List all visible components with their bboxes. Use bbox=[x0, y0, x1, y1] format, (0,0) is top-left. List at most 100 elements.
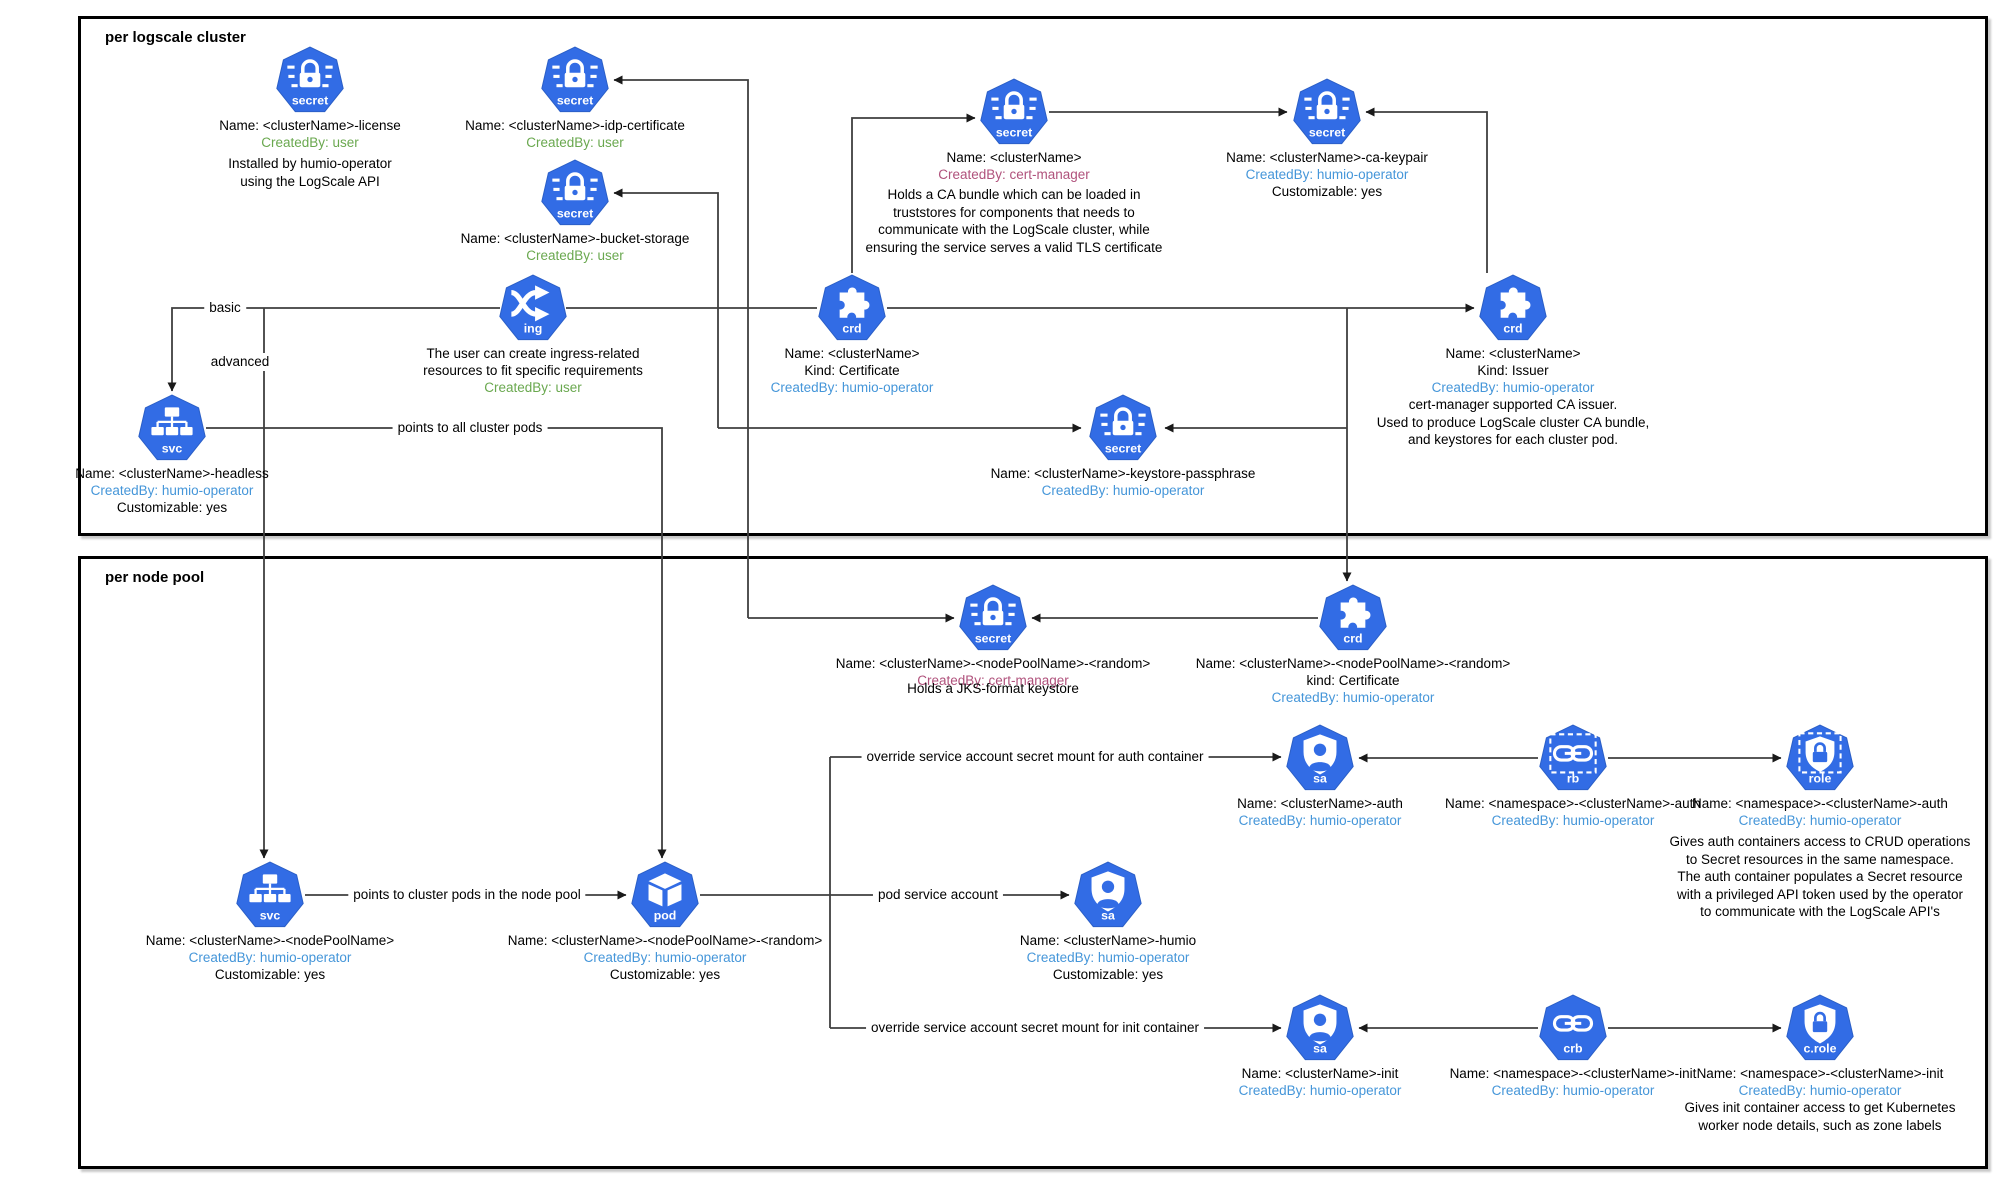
note-line: Gives init container access to get Kuber… bbox=[1684, 1100, 1956, 1115]
secret-icon: secret bbox=[1089, 394, 1157, 461]
icon-sublabel: crb bbox=[1563, 1042, 1583, 1056]
label-line: Name: <clusterName>-<nodePoolName>-<rand… bbox=[835, 656, 1151, 671]
label-points-nodepool: points to cluster pods in the node pool bbox=[348, 886, 586, 904]
e-issuer-keypair bbox=[1365, 107, 1488, 273]
label-line: CreatedBy: humio-operator bbox=[1245, 167, 1409, 182]
note-line: to Secret resources in the same namespac… bbox=[1686, 851, 1954, 867]
label-line: CreatedBy: user bbox=[261, 135, 359, 150]
secret-icon: secret bbox=[276, 46, 344, 113]
icon-sublabel: secret bbox=[1105, 442, 1141, 456]
secret-icon: secret bbox=[1293, 78, 1361, 145]
icon-sublabel: ing bbox=[524, 322, 543, 336]
note-line: Holds a CA bundle which can be loaded in bbox=[887, 187, 1141, 202]
per-logscale-cluster-title: per logscale cluster bbox=[105, 29, 246, 46]
label-line: CreatedBy: cert-manager bbox=[938, 167, 1090, 182]
label-line: Customizable: yes bbox=[214, 967, 326, 982]
label-line: Name: <clusterName> bbox=[1445, 346, 1581, 361]
node-secret-idp-certificate: secret bbox=[540, 45, 610, 115]
label-line: Name: <clusterName>-ca-keypair bbox=[1226, 150, 1428, 165]
label-line: Name: <clusterName>-auth bbox=[1237, 796, 1403, 811]
note-role-auth: Gives auth containers access to CRUD ope… bbox=[1570, 833, 1997, 921]
icon-sublabel: svc bbox=[162, 442, 183, 456]
note-line: worker node details, such as zone labels bbox=[1698, 1117, 1942, 1133]
note-ca-bundle: Holds a CA bundle which can be loaded in… bbox=[764, 186, 1264, 256]
crb-icon: crb bbox=[1539, 994, 1607, 1061]
label-line: CreatedBy: humio-operator bbox=[1491, 1083, 1655, 1098]
node-secret-keystore-passphrase: secret bbox=[1088, 393, 1158, 463]
node-crd-issuer: crd bbox=[1478, 273, 1548, 343]
icon-sublabel: crd bbox=[842, 322, 861, 336]
icon-sublabel: crd bbox=[1503, 322, 1522, 336]
icon-sublabel: sa bbox=[1313, 772, 1327, 786]
node-secret-ca-keypair: secret bbox=[1292, 77, 1362, 147]
note-clusterrole-init: Gives init container access to get Kuber… bbox=[1570, 1099, 1997, 1134]
label-line: Name: <clusterName>-humio bbox=[1019, 933, 1197, 948]
label-basic: basic bbox=[204, 299, 246, 317]
label-line: Kind: Certificate bbox=[804, 363, 900, 378]
e-points-all bbox=[206, 427, 667, 859]
note-line: to communicate with the LogScale API's bbox=[1700, 904, 1940, 919]
pod-icon: pod bbox=[631, 861, 699, 928]
label-line: kind: Certificate bbox=[1306, 673, 1400, 688]
label-override-auth: override service account secret mount fo… bbox=[861, 748, 1209, 766]
label-line: Name: <namespace>-<clusterName>-init bbox=[1696, 1066, 1944, 1081]
node-label-secret-jks-keystore: Name: <clusterName>-<nodePoolName>-<rand… bbox=[793, 655, 1193, 689]
node-label-pod: Name: <clusterName>-<nodePoolName>-<rand… bbox=[465, 932, 865, 983]
per-node-pool-title: per node pool bbox=[105, 569, 205, 586]
icon-sublabel: sa bbox=[1101, 909, 1115, 923]
label-line: Name: <clusterName>-<nodePoolName> bbox=[145, 933, 395, 948]
label-line: Name: <clusterName>-idp-certificate bbox=[465, 118, 685, 133]
secret-icon: secret bbox=[980, 78, 1048, 145]
label-line: CreatedBy: humio-operator bbox=[188, 950, 352, 965]
label-line: Name: <clusterName>-<nodePoolName>-<rand… bbox=[1195, 656, 1511, 671]
label-line: Name: <clusterName>-init bbox=[1241, 1066, 1399, 1081]
label-line: Name: <namespace>-<clusterName>-auth bbox=[1692, 796, 1948, 811]
icon-sublabel: secret bbox=[975, 632, 1011, 646]
label-line: CreatedBy: cert-manager bbox=[917, 673, 1069, 688]
label-line: Name: <clusterName>-keystore-passphrase bbox=[990, 466, 1256, 481]
note-line: The auth container populates a Secret re… bbox=[1677, 869, 1963, 884]
label-line: Name: <clusterName> bbox=[946, 150, 1082, 165]
label-line: CreatedBy: humio-operator bbox=[1238, 1083, 1402, 1098]
label-line: CreatedBy: humio-operator bbox=[1431, 380, 1595, 395]
node-svc-headless: svc bbox=[137, 393, 207, 463]
label-line: resources to fit specific requirements bbox=[423, 363, 643, 378]
node-pod: pod bbox=[630, 860, 700, 930]
node-secret-license: secret bbox=[275, 45, 345, 115]
node-crd-nodepool-certificate: crd bbox=[1318, 583, 1388, 653]
node-secret-jks-keystore: secret bbox=[958, 583, 1028, 653]
icon-sublabel: secret bbox=[996, 126, 1032, 140]
crd-icon: crd bbox=[818, 274, 886, 341]
label-line: CreatedBy: humio-operator bbox=[1026, 950, 1190, 965]
note-line: and keystores for each cluster pod. bbox=[1407, 432, 1619, 447]
node-label-crd-nodepool-certificate: Name: <clusterName>-<nodePoolName>-<rand… bbox=[1153, 655, 1553, 706]
node-label-svc-nodepool: Name: <clusterName>-<nodePoolName> Create… bbox=[70, 932, 470, 983]
label-line: CreatedBy: humio-operator bbox=[1491, 813, 1655, 828]
label-line: CreatedBy: humio-operator bbox=[1238, 813, 1402, 828]
secret-icon: secret bbox=[541, 46, 609, 113]
note-line: Installed by humio-operator bbox=[228, 156, 392, 171]
label-line: Kind: Issuer bbox=[1477, 363, 1549, 378]
icon-sublabel: svc bbox=[260, 909, 281, 923]
label-advanced: advanced bbox=[205, 353, 275, 371]
note-line: Holds a JKS-format keystore bbox=[907, 681, 1079, 696]
node-secret-bucket-storage: secret bbox=[540, 158, 610, 228]
note-line: Gives auth containers access to CRUD ope… bbox=[1669, 834, 1971, 849]
note-line: cert-manager supported CA issuer. bbox=[1408, 397, 1618, 412]
label-line: CreatedBy: humio-operator bbox=[1271, 690, 1435, 705]
icon-sublabel: c.role bbox=[1804, 1042, 1837, 1056]
label-line: CreatedBy: user bbox=[484, 380, 582, 395]
crd-icon: crd bbox=[1319, 584, 1387, 651]
node-sa-init: sa bbox=[1285, 993, 1355, 1063]
